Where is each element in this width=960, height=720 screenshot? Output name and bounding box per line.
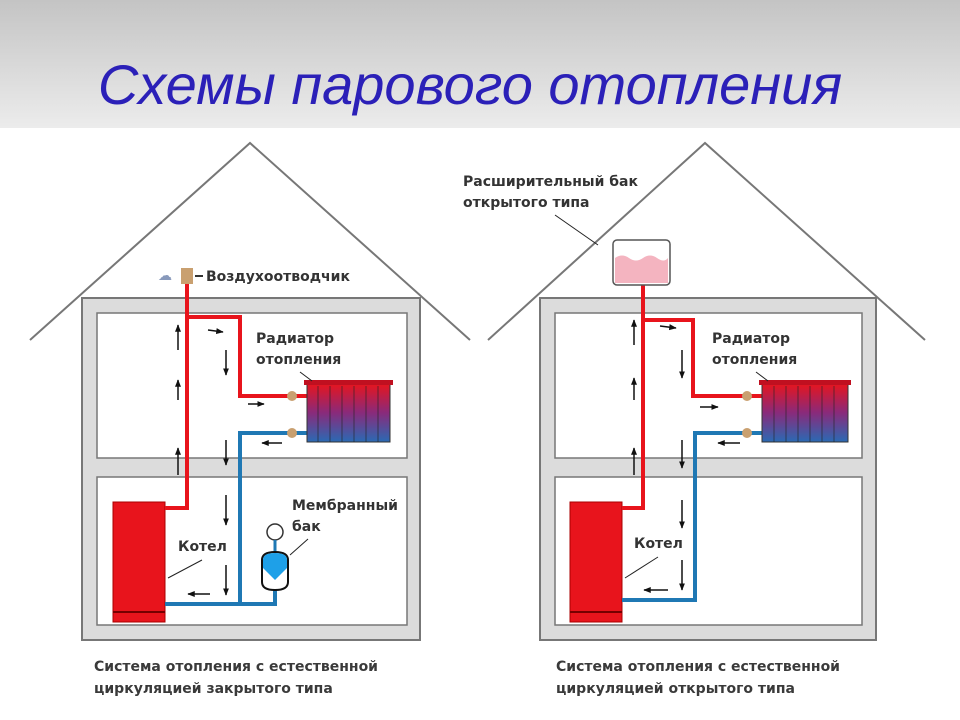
- caption-closed: Система отопления с естественной: [94, 659, 378, 675]
- caption-open: Система отопления с естественной: [556, 659, 840, 675]
- house-closed-system: ☁ Воздухоотводчик Радиатор отопления Кот…: [29, 141, 471, 697]
- roof: [29, 141, 471, 341]
- caption-open: циркуляцией открытого типа: [556, 681, 795, 697]
- steam-icon: ☁: [158, 268, 172, 284]
- hot-pipe-branch: [187, 315, 307, 398]
- valve-icon: [287, 391, 297, 401]
- pressure-gauge-icon: [266, 523, 284, 541]
- roof: [487, 141, 926, 341]
- boiler: [112, 501, 166, 623]
- label-radiator: Радиатор: [712, 331, 790, 347]
- label-radiator: Радиатор: [256, 331, 334, 347]
- hot-pipe-branch: [643, 318, 762, 398]
- label-expansion-tank: открытого типа: [463, 195, 590, 211]
- cold-pipe-tank: [240, 588, 277, 606]
- house-open-system: Расширительный бак открытого типа Радиат…: [463, 141, 926, 697]
- label-boiler: Котел: [634, 536, 683, 552]
- cold-pipe: [622, 431, 762, 602]
- radiator: [761, 382, 849, 443]
- label-radiator: отопления: [712, 352, 797, 368]
- flow-arrows: [631, 319, 740, 593]
- label-membrane-tank: бак: [292, 519, 321, 535]
- valve-icon: [742, 391, 752, 401]
- valve-icon: [287, 428, 297, 438]
- caption-closed: циркуляцией закрытого типа: [94, 681, 333, 697]
- page-title: Схемы парового отопления: [97, 53, 843, 116]
- boiler: [569, 501, 623, 623]
- title-band: [0, 0, 960, 128]
- label-expansion-tank: Расширительный бак: [463, 174, 638, 190]
- label-membrane-tank: Мембранный: [292, 498, 398, 514]
- label-air-vent: Воздухоотводчик: [206, 269, 350, 285]
- valve-icon: [742, 428, 752, 438]
- label-boiler: Котел: [178, 539, 227, 555]
- air-vent-icon: [181, 268, 193, 284]
- cold-pipe: [165, 431, 307, 606]
- flow-arrows: [175, 324, 282, 597]
- label-radiator: отопления: [256, 352, 341, 368]
- hot-pipe: [165, 282, 189, 510]
- hot-pipe: [622, 285, 645, 510]
